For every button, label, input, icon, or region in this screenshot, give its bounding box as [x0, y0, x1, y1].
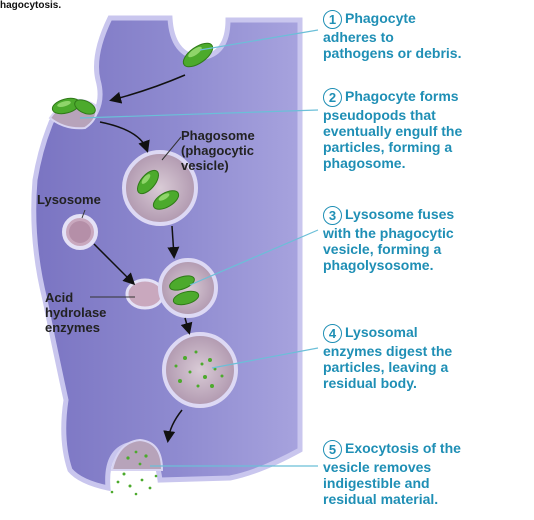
- enzymes-label: Acid hydrolase enzymes: [45, 290, 107, 335]
- digesting-vesicle: [162, 332, 238, 408]
- step-2-text: Phagocyte forms pseudopods that eventual…: [323, 88, 463, 171]
- phagosome-vesicle: [122, 150, 198, 226]
- exocytosis-vesicle: [110, 438, 164, 496]
- step-1-text: Phagocyte adheres to pathogens or debris…: [323, 10, 462, 61]
- step-5-text: Exocytosis of the vesicle removes indige…: [323, 440, 461, 507]
- step-1-number: 1: [323, 10, 342, 29]
- phagosome-label: Phagosome (phagocytic vesicle): [181, 128, 255, 173]
- step-4-number: 4: [323, 324, 342, 343]
- step-5-number: 5: [323, 440, 342, 459]
- engulfed-bacteria-pair: [51, 97, 96, 115]
- callout-lines: [79, 29, 319, 467]
- figure-heading: hagocytosis.: [0, 0, 62, 11]
- step-2-number: 2: [323, 88, 342, 107]
- step-4-text: Lysosomal enzymes digest the particles, …: [323, 324, 453, 391]
- step-3-number: 3: [323, 206, 342, 225]
- lysosome-organelle: [62, 214, 98, 250]
- phagolysosome: [125, 258, 218, 318]
- process-arrows: [93, 74, 193, 443]
- label-leaders: [81, 136, 182, 298]
- lysosome-label: Lysosome: [37, 192, 101, 207]
- phagocyte-cell-body: [31, 15, 303, 492]
- step-3-text: Lysosome fuses with the phagocytic vesic…: [323, 206, 455, 273]
